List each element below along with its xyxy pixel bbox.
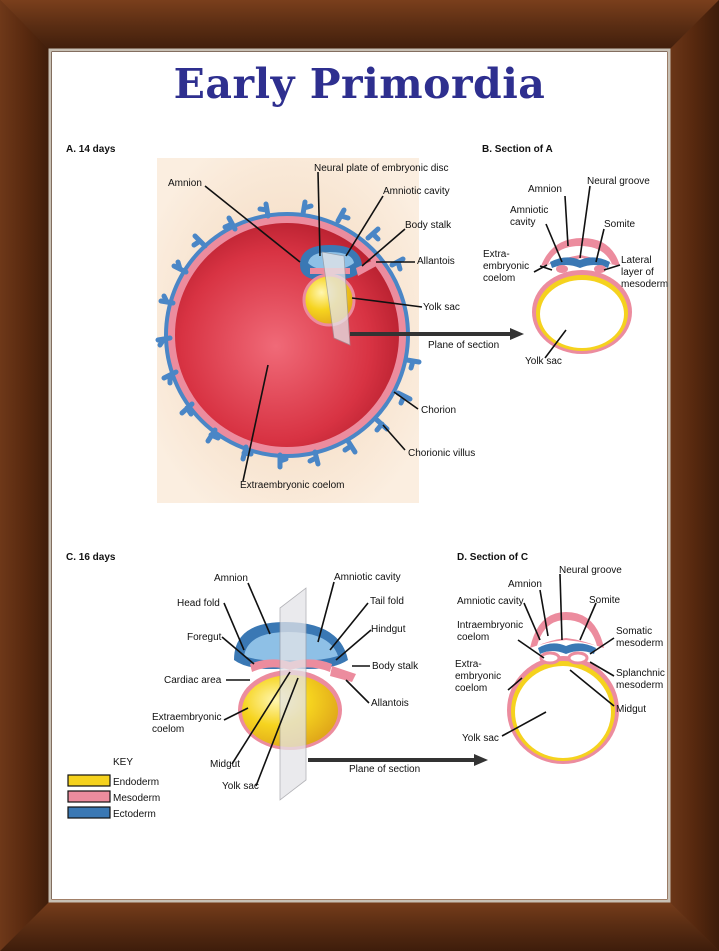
label-somite-d: Somite [589,595,621,606]
label-splanch-d-2: mesoderm [616,680,663,691]
label-allantois-c: Allantois [371,698,409,709]
label-midgut-d: Midgut [616,704,646,715]
label-neural-plate: Neural plate of embryonic disc [314,163,449,174]
label-somite-b: Somite [604,219,636,230]
label-amniotic-b-2: cavity [510,217,536,228]
label-amnion-b: Amnion [528,184,562,195]
label-somatic-d-1: Somatic [616,626,652,637]
legend-label-ectoderm: Ectoderm [113,809,156,820]
label-extra-b-3: coelom [483,273,515,284]
label-cardiac-area: Cardiac area [164,675,222,686]
label-splanch-d-1: Splanchnic [616,668,665,679]
panel-a-heading: A. 14 days [66,144,116,155]
label-amnion-d: Amnion [508,579,542,590]
legend-swatch-ectoderm [67,806,111,819]
leader-lines-b [533,185,621,359]
embryo-a [300,245,380,346]
label-neural-groove-d: Neural groove [559,565,622,576]
plane-of-section-a [321,251,351,346]
leader-lines-d [501,573,615,737]
label-neural-groove-b: Neural groove [587,176,650,187]
label-extra-b-2: embryonic [483,261,529,272]
legend: KEY Endoderm Mesoderm Ectoderm [67,757,160,820]
label-foregut: Foregut [187,632,222,643]
label-extra-d-2: embryonic [455,671,501,682]
label-head-fold: Head fold [177,598,220,609]
legend-swatch-endoderm [67,774,111,787]
label-extra-coelom-c-1: Extraembryonic [152,712,221,723]
label-amnion-a: Amnion [168,178,202,189]
label-plane-of-section-c: Plane of section [349,764,420,775]
section-b-drawing [532,238,632,354]
label-extraembryonic-coelom-a: Extraembryonic coelom [240,480,344,491]
label-lateral-b-2: layer of [621,267,654,278]
label-yolk-sac-c: Yolk sac [222,781,259,792]
plane-of-section-c [279,587,307,801]
label-intra-d-1: Intraembryonic [457,620,523,631]
label-extra-coelom-c-2: coelom [152,724,184,735]
leader-lines-c [221,581,372,787]
label-hindgut: Hindgut [371,624,406,635]
label-yolk-sac-b: Yolk sac [525,356,562,367]
legend-title: KEY [113,757,133,768]
label-body-stalk-a: Body stalk [405,220,452,231]
section-arrow-a [350,328,524,340]
label-midgut-c: Midgut [210,759,240,770]
label-chorion: Chorion [421,405,456,416]
legend-label-endoderm: Endoderm [113,777,159,788]
label-amnion-c: Amnion [214,573,248,584]
label-yolk-sac-a: Yolk sac [423,302,460,313]
label-amniotic-cavity-d: Amniotic cavity [457,596,524,607]
legend-swatch-mesoderm [67,790,111,803]
label-lateral-b-1: Lateral [621,255,652,266]
section-arrow-c [308,754,488,766]
leader-lines-a [204,171,423,482]
label-body-stalk-c: Body stalk [372,661,419,672]
label-extra-b-1: Extra- [483,249,510,260]
poster-title: Early Primordia [173,60,546,108]
label-extra-d-1: Extra- [455,659,482,670]
label-amniotic-b-1: Amniotic [510,205,548,216]
section-d-drawing [507,612,619,764]
label-chorionic-villus: Chorionic villus [408,448,475,459]
label-lateral-b-3: mesoderm [621,279,668,290]
embryo-c [234,587,356,801]
label-somatic-d-2: mesoderm [616,638,663,649]
label-tail-fold: Tail fold [370,596,404,607]
label-amniotic-cavity-c: Amniotic cavity [334,572,401,583]
panel-c-heading: C. 16 days [66,552,116,563]
label-plane-of-section-a: Plane of section [428,340,499,351]
label-intra-d-2: coelom [457,632,489,643]
panel-b-heading: B. Section of A [482,144,553,155]
label-extra-d-3: coelom [455,683,487,694]
label-allantois-a: Allantois [417,256,455,267]
label-amniotic-cavity-a: Amniotic cavity [383,186,450,197]
legend-label-mesoderm: Mesoderm [113,793,160,804]
label-yolk-sac-d: Yolk sac [462,733,499,744]
panel-d-heading: D. Section of C [457,552,528,563]
